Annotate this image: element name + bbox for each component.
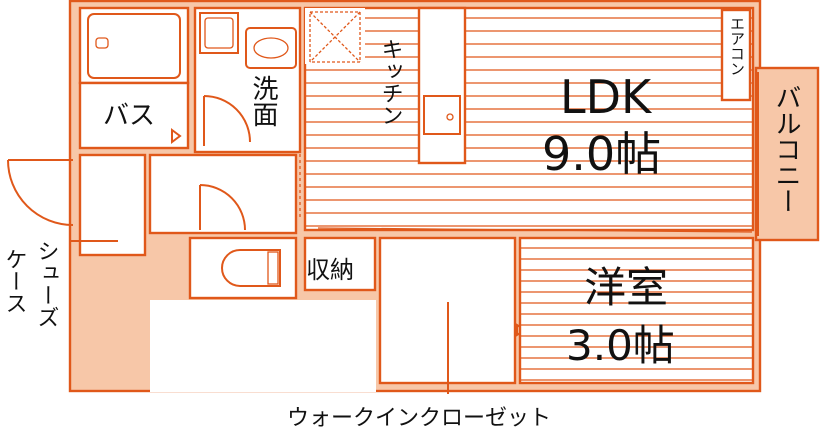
western-label: 洋室 [584,263,668,312]
bathtub-drain [95,37,109,49]
entrance-door-swing [7,159,74,226]
toilet-tank [267,251,279,285]
ldk-lower-edge [317,227,753,233]
bath-door-arrow [171,128,182,144]
western-floor-lines [520,247,753,381]
bath-label: バス [103,101,155,131]
western-room [518,236,755,385]
kitchen-label: キッチン [378,38,403,126]
western-size-label: 3.0帖 [566,321,675,370]
shoe-case-label-1: シューズ [34,240,59,328]
kitchen-sink [423,95,461,135]
washing-machine-inner [204,17,234,49]
storage-label: 収納 [306,256,354,284]
outer-notch [150,300,376,392]
ldk-size-label: 9.0帖 [542,127,661,181]
corridor-door-swing [199,184,246,231]
corridor [148,153,298,235]
sink-drain [446,113,454,121]
bath-floor [78,81,190,150]
storage-room [303,236,377,292]
wash-basin-bowl [253,37,289,59]
shoe-case-label-2: ケース [2,248,27,314]
kitchen-counter [417,6,467,165]
balcony-label: バルコニー [771,84,801,214]
aircon-label: エアコン [728,16,746,76]
fridge-cross-2 [309,11,361,63]
bathtub [87,13,181,79]
ldk-room [303,6,755,232]
fridge-space [309,11,361,63]
walk-in-closet-label: ウォークインクローゼット [287,406,551,431]
wash-basin [245,27,297,69]
washroom-door-swing [203,95,251,146]
entry-hall [78,153,147,257]
toilet-bowl [221,249,281,287]
ldk-label: LDK [560,70,653,124]
balcony-area [754,66,820,242]
washroom-label: 洗面 [248,75,278,127]
ldk-floor-lines [305,17,753,227]
washing-machine-pan [199,12,239,54]
toilet-room [188,236,298,300]
aircon-box [720,8,752,102]
